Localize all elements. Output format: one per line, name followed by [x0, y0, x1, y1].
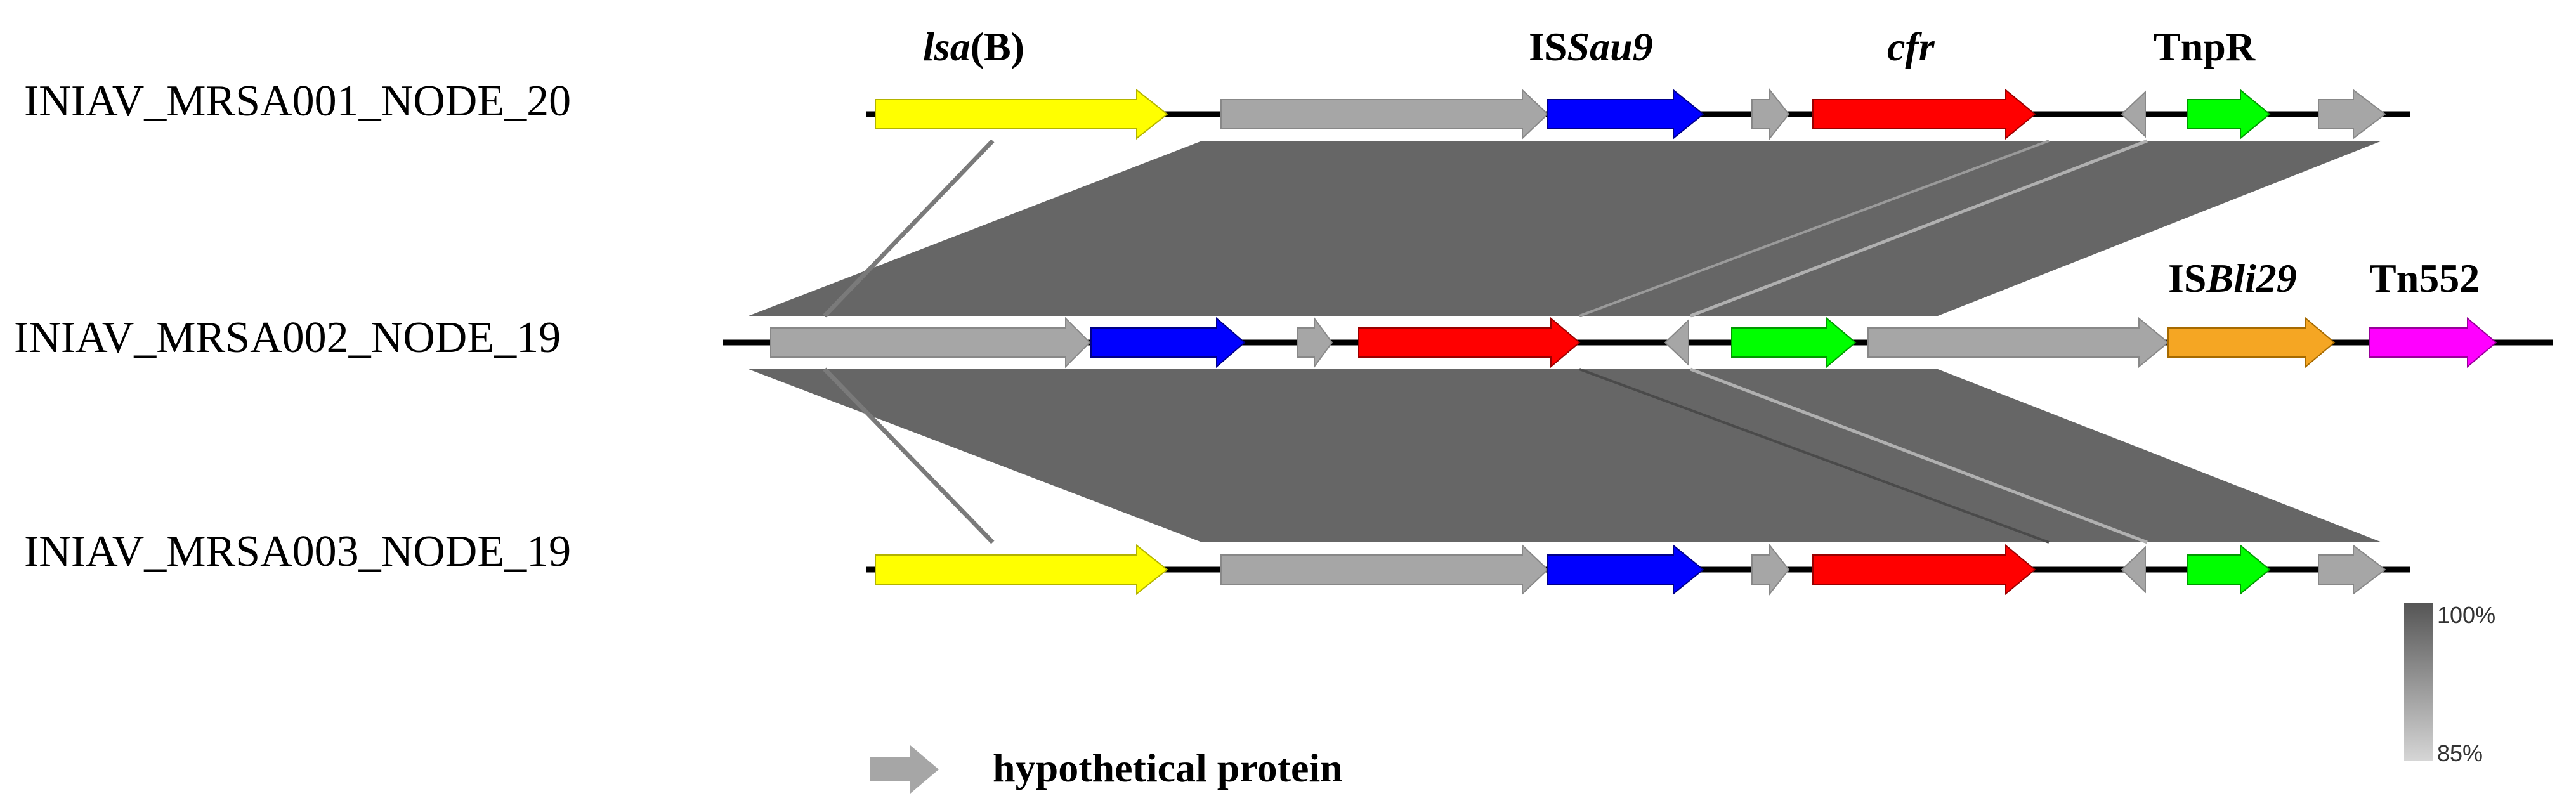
homology-boundary-bottom-2 [1690, 367, 2148, 544]
identity-scale-min-label: 85% [2437, 740, 2483, 766]
hypothetical-gene-arrow [1751, 88, 1790, 140]
homology-block-top [749, 141, 2382, 316]
homology-block-bottom [749, 369, 2382, 542]
hypothetical-gene-arrow [770, 317, 1091, 369]
gene-label-lsaB-italic: lsa [923, 24, 971, 69]
hypothetical-gene-arrow [2318, 544, 2386, 596]
gene-label-isbli29-plain: IS [2168, 256, 2207, 301]
hypothetical-gene-arrow [2318, 88, 2386, 140]
tn552-gene-arrow [2369, 317, 2497, 369]
gene-label-lsaB: lsa(B) [923, 24, 1024, 69]
issau9-gene-arrow [1547, 88, 1704, 140]
gene-label-cfr: cfr [1887, 24, 1935, 69]
cfr-gene-arrow [1812, 88, 2036, 140]
tnpr-gene-arrow [2187, 544, 2271, 596]
tnpr-gene-arrow [1731, 317, 1857, 369]
hypothetical-legend-arrow-icon [870, 745, 939, 794]
issau9-gene-arrow [1547, 544, 1704, 596]
cfr-gene-arrow [1812, 544, 2036, 596]
tnpr-gene-arrow [2187, 88, 2271, 140]
gene-label-issau9: ISSau9 [1529, 24, 1653, 69]
gene-label-tnpr: TnpR [2154, 24, 2256, 69]
lsaB-match-line-top [823, 139, 995, 318]
issau9-gene-arrow [1090, 317, 1246, 369]
hypothetical-gene-arrow [1751, 544, 1790, 596]
gene-arrows [770, 88, 2497, 596]
gene-label-tn552-plain: Tn552 [2369, 256, 2480, 301]
isbli29-gene-arrow [2167, 317, 2336, 369]
homology-boundary-top-2 [1690, 139, 2148, 318]
lsaB-match-line-bottom [823, 367, 995, 544]
hypothetical-gene-arrow [1297, 316, 1333, 369]
hypothetical-gene-arrow [1220, 544, 1549, 596]
lsaB-gene-arrow [875, 544, 1168, 596]
gene-label-tn552: Tn552 [2369, 256, 2480, 301]
identity-gradient-bar [2404, 603, 2433, 761]
hypothetical-gene-arrow-reverse [2121, 545, 2146, 594]
identity-scale: 100% 85% [2404, 602, 2495, 766]
gene-label-tnpr-plain: TnpR [2154, 24, 2256, 69]
lsaB-gene-arrow [875, 88, 1168, 140]
hypothetical-gene-arrow-reverse [1664, 318, 1689, 367]
hypothetical-gene-arrow-reverse [2121, 90, 2146, 138]
track-label-mrsa001: INIAV_MRSA001_NODE_20 [24, 77, 571, 126]
identity-scale-max-label: 100% [2437, 602, 2495, 628]
gene-label-issau9-italic: Sau9 [1567, 24, 1653, 69]
homology-boundary-bottom-1 [1579, 368, 2050, 544]
hypothetical-gene-arrow [1867, 317, 2169, 369]
homology-boundary-top-1 [1579, 140, 2050, 317]
gene-label-isbli29-italic: Bli29 [2206, 256, 2297, 301]
track-labels: INIAV_MRSA001_NODE_20 INIAV_MRSA002_NODE… [14, 77, 571, 576]
hypothetical-gene-arrow [1220, 88, 1549, 140]
gene-label-issau9-plain: IS [1529, 24, 1567, 69]
homology-blocks [749, 139, 2382, 544]
legend: hypothetical protein [870, 745, 1343, 794]
legend-label-hypothetical: hypothetical protein [993, 745, 1343, 790]
gene-label-lsaB-plain: (B) [971, 24, 1024, 69]
gene-labels: lsa(B) ISSau9 cfr TnpR ISBli29 Tn552 [923, 24, 2480, 301]
track-label-mrsa002: INIAV_MRSA002_NODE_19 [14, 313, 561, 362]
track-label-mrsa003: INIAV_MRSA003_NODE_19 [24, 527, 571, 576]
gene-label-isbli29: ISBli29 [2168, 256, 2297, 301]
cfr-gene-arrow [1358, 317, 1581, 369]
gene-label-cfr-italic: cfr [1887, 24, 1935, 69]
